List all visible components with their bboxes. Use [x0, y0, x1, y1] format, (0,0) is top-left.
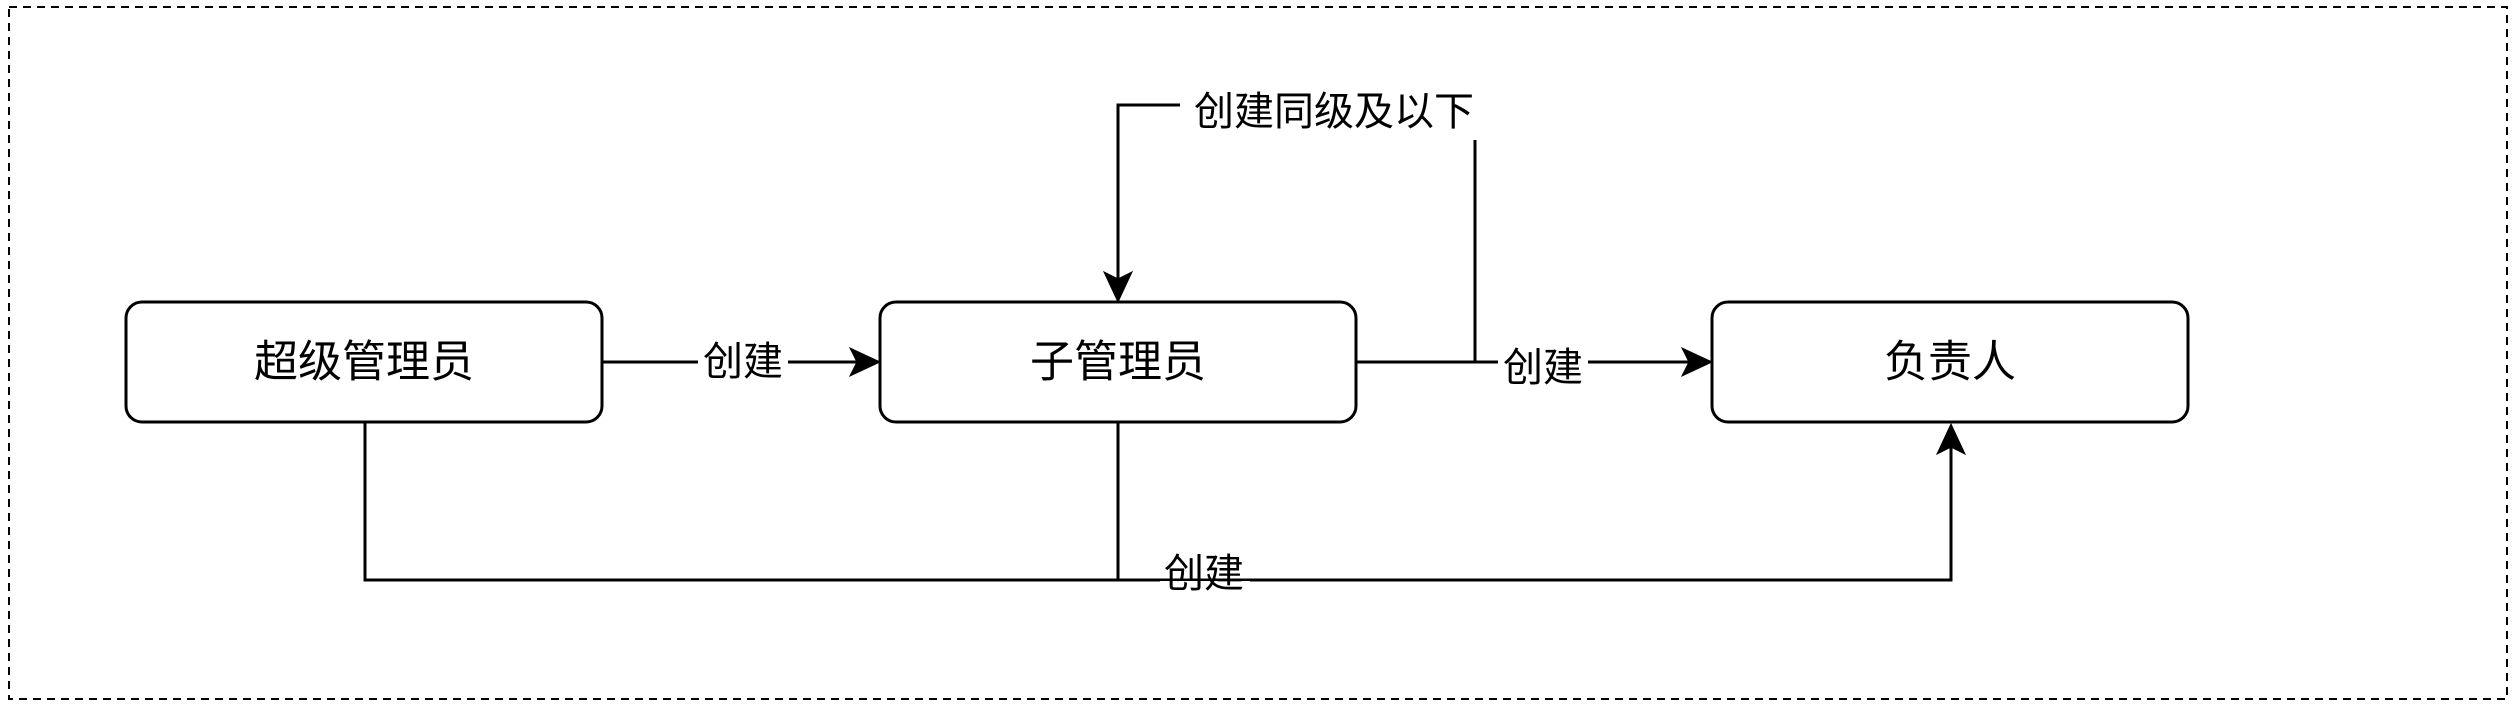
node-super-admin-box: [124, 300, 604, 424]
edge-sub-self-loop-arrowhead: [1102, 270, 1134, 304]
edge-bottom-to-owner-arrowhead: [1935, 422, 1967, 456]
edge-sub-to-owner-arrowhead: [1680, 346, 1714, 378]
edge-sub-to-owner-label: 创建: [1503, 345, 1583, 391]
node-owner[interactable]: 负责人: [1710, 300, 2190, 424]
edge-bottom-from-super-line: [363, 422, 1953, 582]
edge-bottom-to-owner[interactable]: [363, 422, 1967, 582]
edge-super-to-sub-label-group: 创建: [698, 338, 788, 388]
edge-sub-self-loop-label-group: 创建同级及以下: [1180, 88, 1490, 136]
edge-bottom-to-owner-label: 创建: [1164, 551, 1244, 597]
edge-bottom-to-owner-label-group: 创建: [1160, 551, 1250, 599]
node-sub-admin-box: [878, 300, 1358, 424]
edge-super-to-sub-arrowhead: [848, 346, 882, 378]
edge-label-background: [698, 338, 788, 388]
node-owner-label: 负责人: [1884, 337, 2016, 388]
edge-sub-self-loop[interactable]: [1102, 103, 1477, 362]
node-super-admin[interactable]: 超级管理员: [124, 300, 604, 424]
edge-sub-self-loop-label: 创建同级及以下: [1194, 89, 1474, 135]
node-super-admin-label: 超级管理员: [254, 337, 474, 388]
node-sub-admin-label: 子管理员: [1030, 337, 1206, 388]
edge-label-background: [1180, 88, 1490, 136]
edge-sub-self-loop-return-line: [1116, 103, 1185, 280]
node-sub-admin[interactable]: 子管理员: [878, 300, 1358, 424]
edge-super-to-sub-label: 创建: [703, 339, 783, 385]
node-owner-box: [1710, 300, 2190, 424]
diagram-frame: [8, 6, 2508, 700]
edge-label-background: [1498, 344, 1588, 394]
edge-sub-to-owner-label-group: 创建: [1498, 344, 1588, 394]
edge-label-background: [1160, 581, 1250, 599]
